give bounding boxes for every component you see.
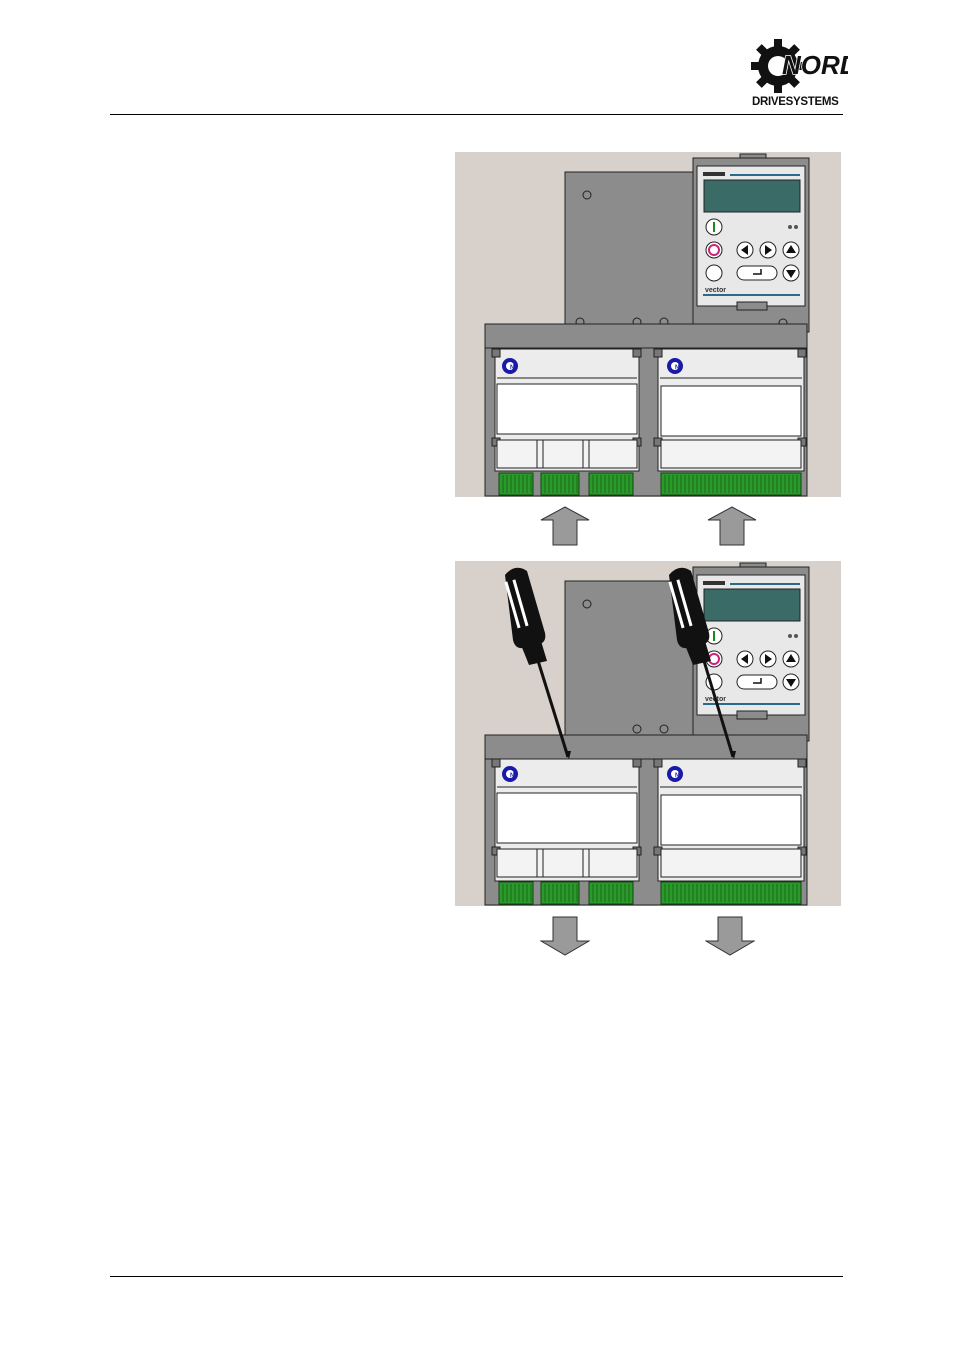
nord-module-logo-icon: N xyxy=(502,766,518,782)
control-keypad: vector xyxy=(693,154,809,332)
nord-module-logo-icon: N xyxy=(502,358,518,374)
arrow-up-icon xyxy=(540,506,590,546)
screw-icon xyxy=(633,725,641,733)
enter-button-icon xyxy=(737,266,777,280)
figure-installed: vector N N xyxy=(455,152,841,497)
logo-subtitle: DRIVESYSTEMS xyxy=(752,96,844,108)
nord-module-logo-icon: N xyxy=(667,358,683,374)
svg-text:N: N xyxy=(510,365,514,371)
reverse-button-icon xyxy=(706,265,722,281)
screw-icon xyxy=(583,600,591,608)
header-rule xyxy=(110,114,843,115)
nord-module-logo-icon: N xyxy=(667,766,683,782)
terminal-block xyxy=(589,882,633,904)
terminal-block xyxy=(499,473,533,495)
arrow-down-icon xyxy=(540,916,590,956)
screw-icon xyxy=(660,725,668,733)
keypad-display xyxy=(704,180,800,212)
arrow-down-icon xyxy=(705,916,755,956)
svg-text:N: N xyxy=(675,365,679,371)
io-module-right: N xyxy=(654,349,806,471)
enter-button-icon xyxy=(737,675,777,689)
arrow-up-icon xyxy=(707,506,757,546)
footer-rule xyxy=(110,1276,843,1277)
terminal-block xyxy=(499,882,533,904)
svg-text:N: N xyxy=(510,773,514,779)
keypad-model-label: vector xyxy=(705,287,726,294)
figure-removal: vector N N xyxy=(455,561,841,906)
terminal-block xyxy=(661,882,801,904)
terminal-block xyxy=(661,473,801,495)
control-keypad: vector xyxy=(693,563,809,741)
io-module-left: N xyxy=(492,759,641,881)
terminal-block xyxy=(589,473,633,495)
keypad-brand xyxy=(703,172,725,176)
screw-icon xyxy=(583,191,591,199)
io-module-right: N xyxy=(654,759,806,881)
svg-text:N: N xyxy=(675,773,679,779)
io-module-left: N xyxy=(492,349,641,471)
keypad-display xyxy=(704,589,800,621)
